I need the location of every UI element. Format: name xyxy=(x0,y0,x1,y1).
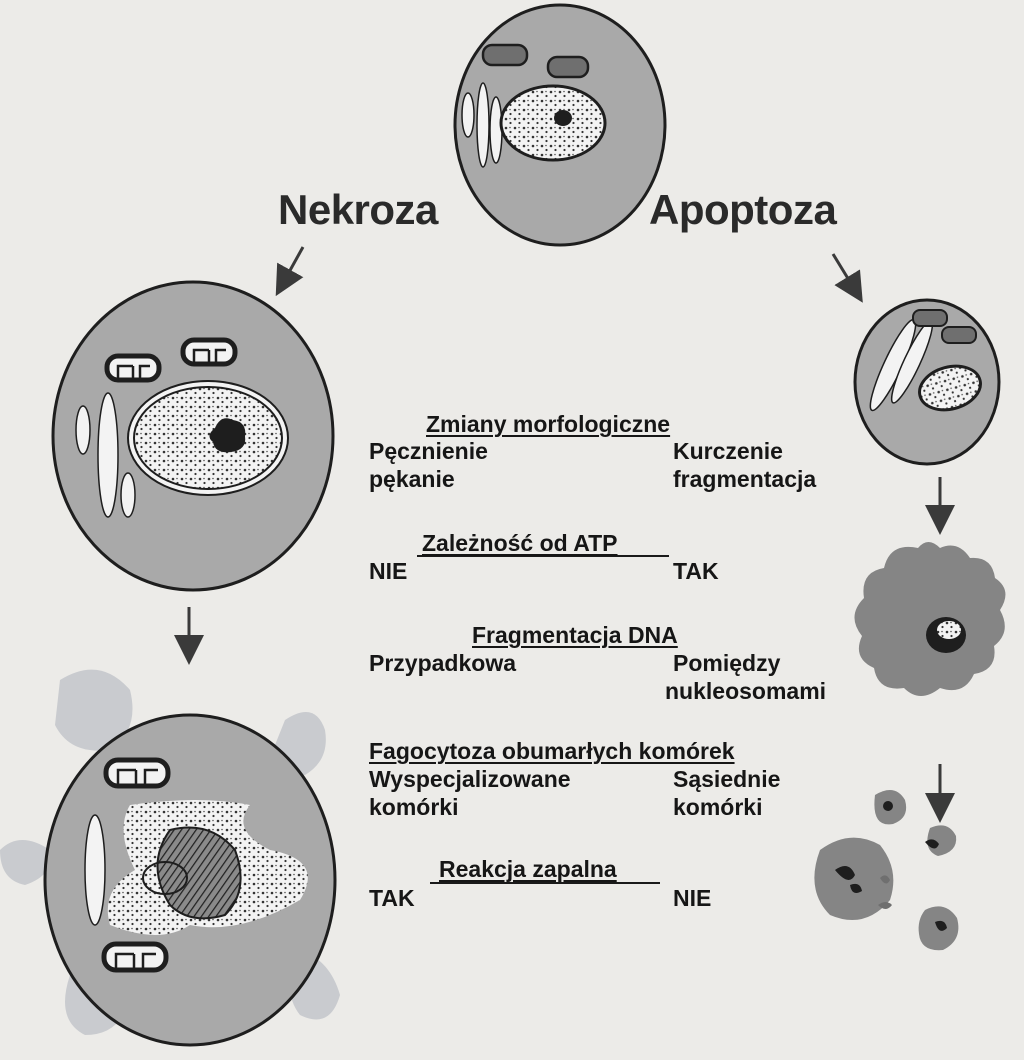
inflammation-title: Reakcja zapalna xyxy=(439,856,617,882)
morphology-necrosis-2: pękanie xyxy=(369,466,455,492)
dna-title: Fragmentacja DNA xyxy=(472,622,678,648)
dna-necrosis: Przypadkowa xyxy=(369,650,516,676)
inflammation-necrosis: TAK xyxy=(369,885,415,911)
morphology-apoptosis-1: Kurczenie xyxy=(673,438,783,464)
morphology-title: Zmiany morfologiczne xyxy=(426,411,671,437)
atp-necrosis: NIE xyxy=(369,558,408,584)
necrosis-swollen-cell xyxy=(51,280,335,592)
necrosis-lysed-cell xyxy=(0,669,340,1047)
healthy-cell xyxy=(453,3,667,247)
apoptotic-bodies xyxy=(814,790,959,951)
phagocytosis-necrosis-2: komórki xyxy=(369,794,459,820)
label-apoptosis: Apoptoza xyxy=(649,186,837,233)
atp-apoptosis: TAK xyxy=(673,558,719,584)
dna-apoptosis-2: nukleosomami xyxy=(665,678,827,704)
arrow-to-necrosis xyxy=(275,246,305,297)
inflammation-apoptosis: NIE xyxy=(673,885,712,911)
atp-title: Zależność od ATP xyxy=(422,530,618,556)
label-necrosis: Nekroza xyxy=(278,186,438,233)
apoptosis-blebbing-cell xyxy=(854,542,1006,696)
dna-apoptosis-1: Pomiędzy xyxy=(673,650,781,676)
morphology-necrosis-1: Pęcznienie xyxy=(369,438,488,464)
arrow-to-apoptosis xyxy=(831,253,863,303)
inflammation-rule xyxy=(430,882,660,884)
apoptosis-shrunken-cell xyxy=(853,298,1001,466)
phagocytosis-apoptosis-2: komórki xyxy=(673,794,763,820)
morphology-apoptosis-2: fragmentacja xyxy=(673,466,817,492)
phagocytosis-apoptosis-1: Sąsiednie xyxy=(673,766,781,792)
atp-rule xyxy=(417,555,669,557)
phagocytosis-title: Fagocytoza obumarłych komórek xyxy=(369,738,735,764)
phagocytosis-necrosis-1: Wyspecjalizowane xyxy=(369,766,571,792)
